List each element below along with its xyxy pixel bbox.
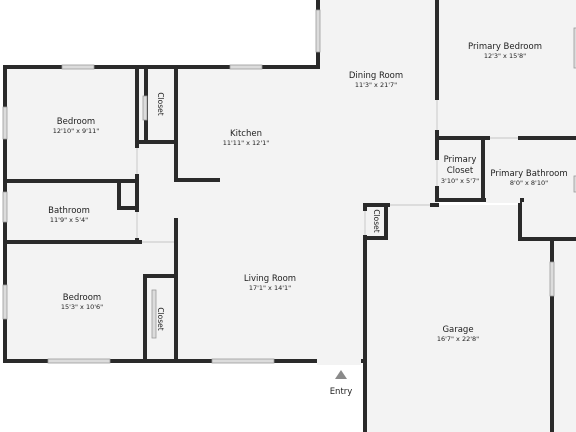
room-label-kitchen: Kitchen 11'11" x 12'1" [223, 129, 269, 147]
room-label-bathroom: Bathroom 11'9" x 5'4" [48, 206, 90, 224]
kitchen-name: Kitchen [230, 129, 262, 139]
room-label-dining-room: Dining Room 11'3" x 21'7" [349, 71, 403, 89]
primary-bedroom-name: Primary Bedroom [468, 42, 542, 52]
bedroom-1-name: Bedroom [57, 117, 95, 127]
bedroom-2-dims: 15'3" x 10'6" [61, 303, 103, 311]
primary-bathroom-dims: 8'0" x 8'10" [510, 179, 548, 187]
windows [2, 9, 576, 364]
room-label-living-room: Living Room 17'1" x 14'1" [244, 274, 296, 292]
bathroom-name: Bathroom [48, 206, 90, 216]
primary-closet-name-line2: Closet [447, 166, 474, 176]
room-label-primary-bathroom: Primary Bathroom 8'0" x 8'10" [490, 169, 567, 187]
room-label-bedroom-1: Bedroom 12'10" x 9'11" [53, 117, 99, 135]
bedroom2-closet-label: Closet [156, 307, 165, 330]
room-label-primary-bedroom: Primary Bedroom 12'3" x 15'8" [468, 42, 542, 60]
room-label-garage: Garage 16'7" x 22'8" [437, 325, 479, 343]
garage-name: Garage [442, 325, 473, 335]
primary-closet-name-line1: Primary [444, 155, 477, 165]
bedroom1-closet-label: Closet [156, 92, 165, 115]
entry-label: Entry [330, 387, 353, 397]
primary-bedroom-dims: 12'3" x 15'8" [484, 52, 526, 60]
bathroom-dims: 11'9" x 5'4" [50, 216, 88, 224]
kitchen-dims: 11'11" x 12'1" [223, 139, 269, 147]
primary-bathroom-name: Primary Bathroom [490, 169, 567, 179]
hall-closet-label: Closet [372, 209, 381, 232]
bedroom-2-name: Bedroom [63, 293, 101, 303]
room-label-bedroom-2: Bedroom 15'3" x 10'6" [61, 293, 103, 311]
floor-fills [5, 0, 576, 432]
room-label-primary-closet: Primary Closet 3'10" x 5'7" [441, 155, 479, 185]
living-room-name: Living Room [244, 274, 296, 284]
door-leaves [136, 100, 518, 243]
garage-dims: 16'7" x 22'8" [437, 335, 479, 343]
living-room-dims: 17'1" x 14'1" [249, 284, 291, 292]
bedroom-1-dims: 12'10" x 9'11" [53, 127, 99, 135]
dining-room-name: Dining Room [349, 71, 403, 81]
entry-arrow-icon [335, 370, 347, 379]
dining-room-dims: 11'3" x 21'7" [355, 81, 397, 89]
primary-closet-dims: 3'10" x 5'7" [441, 177, 479, 185]
